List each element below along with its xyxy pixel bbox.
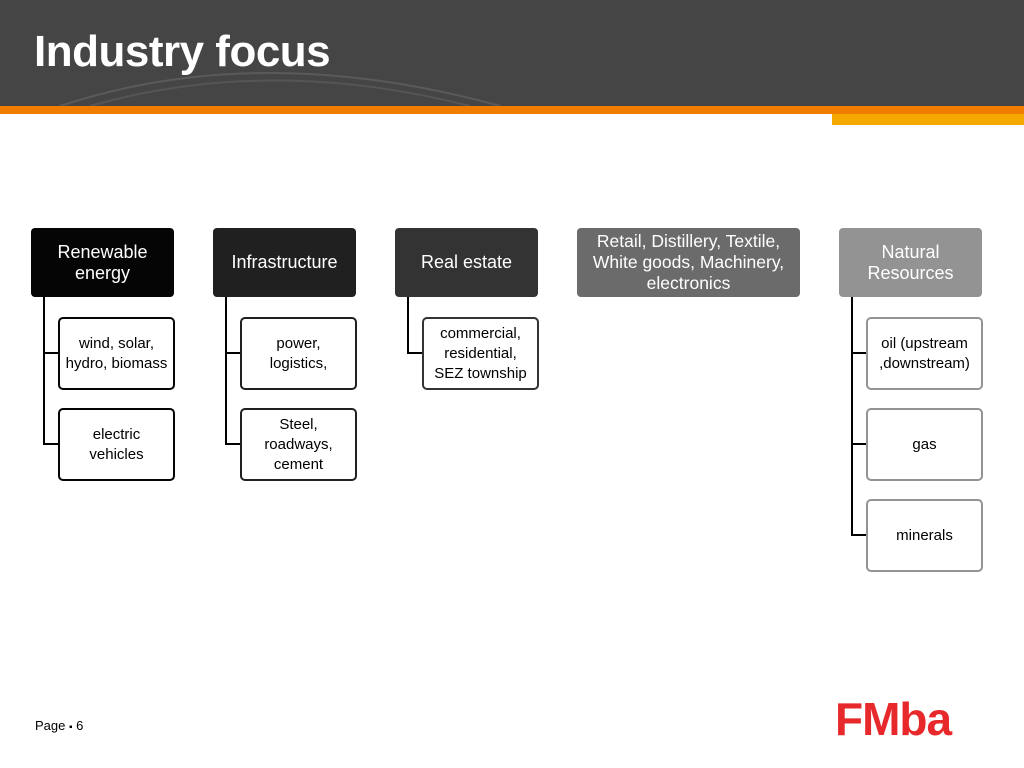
subcategory-label: commercial, residential, SEZ township <box>434 324 527 382</box>
subcategory-label: power, logistics, <box>269 334 328 372</box>
connector-line <box>851 297 853 535</box>
subcategory-label: Steel, roadways, cement <box>264 415 333 473</box>
category-label: Retail, Distillery, Textile, White goods… <box>592 231 785 293</box>
category-label: Natural Resources <box>867 241 954 283</box>
subcategory-box: gas <box>866 408 983 481</box>
category-label: Infrastructure <box>231 252 338 272</box>
connector-line <box>407 297 409 353</box>
connector-line <box>407 352 423 354</box>
page-footer: Page ▪ 6 <box>35 718 83 733</box>
header-arc-decoration <box>59 72 501 106</box>
connector-line <box>43 443 59 445</box>
connector-line <box>851 352 867 354</box>
category-label: Renewable energy <box>57 241 148 283</box>
header-banner: Industry focus <box>0 0 1024 106</box>
category-natural-resources: Natural Resources <box>839 228 982 297</box>
subcategory-box: Steel, roadways, cement <box>240 408 357 481</box>
header-orange-stripe <box>0 106 1024 114</box>
connector-line <box>225 297 227 444</box>
header-gold-tab <box>832 114 1024 125</box>
subcategory-box: oil (upstream ,downstream) <box>866 317 983 390</box>
subcategory-box: minerals <box>866 499 983 572</box>
subcategory-box: electric vehicles <box>58 408 175 481</box>
page-label: Page <box>35 718 66 733</box>
subcategory-box: commercial, residential, SEZ township <box>422 317 539 390</box>
subcategory-label: oil (upstream ,downstream) <box>879 334 970 372</box>
category-real-estate: Real estate <box>395 228 538 297</box>
connector-line <box>43 352 59 354</box>
subcategory-label: minerals <box>896 526 953 544</box>
subcategory-label: electric vehicles <box>89 425 144 463</box>
connector-line <box>225 443 241 445</box>
category-label: Real estate <box>420 252 513 272</box>
subcategory-box: power, logistics, <box>240 317 357 390</box>
connector-line <box>43 297 45 444</box>
subcategory-label: wind, solar, hydro, biomass <box>65 334 168 372</box>
connector-line <box>851 443 867 445</box>
bullet-glyph: ▪ <box>69 722 73 733</box>
fmba-logo: FMba <box>835 693 952 745</box>
category-infrastructure: Infrastructure <box>213 228 356 297</box>
connector-line <box>225 352 241 354</box>
subcategory-label: gas <box>912 435 937 453</box>
category-retail-distillery-textile: Retail, Distillery, Textile, White goods… <box>577 228 800 297</box>
page-number: 6 <box>76 718 84 733</box>
page-title: Industry focus <box>34 27 331 76</box>
subcategory-box: wind, solar, hydro, biomass <box>58 317 175 390</box>
category-renewable-energy: Renewable energy <box>31 228 174 297</box>
connector-line <box>851 534 867 536</box>
